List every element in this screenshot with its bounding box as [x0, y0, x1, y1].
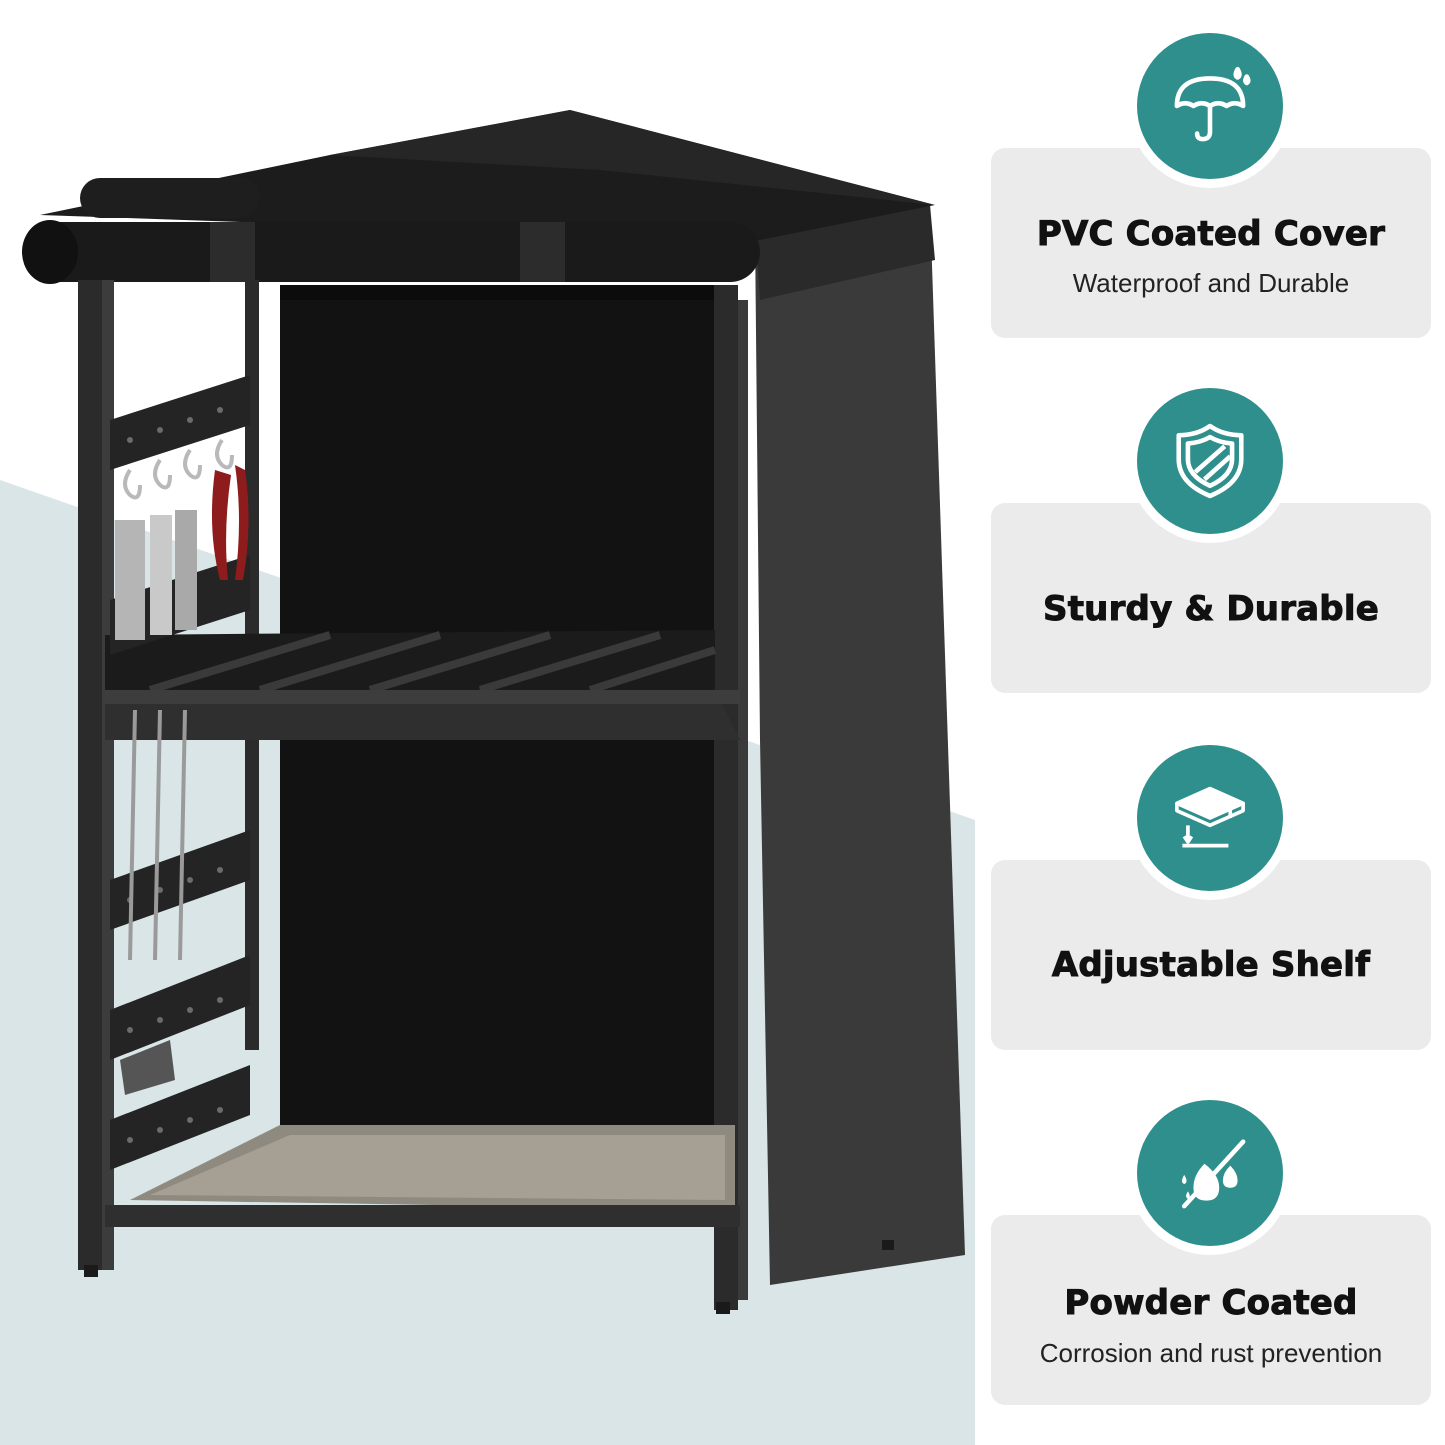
shield-icon — [1176, 423, 1244, 499]
feature-title: PVC Coated Cover — [1036, 214, 1386, 255]
feature-subtitle: Corrosion and rust prevention — [1039, 1338, 1383, 1368]
feature-title: Sturdy & Durable — [1043, 589, 1380, 630]
umbrella-icon — [1174, 66, 1251, 142]
feature-badge — [1128, 24, 1292, 188]
feature-title: Adjustable Shelf — [1051, 945, 1371, 986]
no-rust-droplet-icon — [1181, 1139, 1246, 1209]
feature-badge — [1128, 736, 1292, 900]
feature-subtitle: Waterproof and Durable — [1072, 268, 1350, 298]
feature-badge — [1128, 379, 1292, 543]
storage-rack-product-image — [22, 110, 965, 1314]
feature-badge — [1128, 1091, 1292, 1255]
adjustable-shelf-icon — [1175, 786, 1245, 848]
feature-title: Powder Coated — [1064, 1283, 1358, 1324]
